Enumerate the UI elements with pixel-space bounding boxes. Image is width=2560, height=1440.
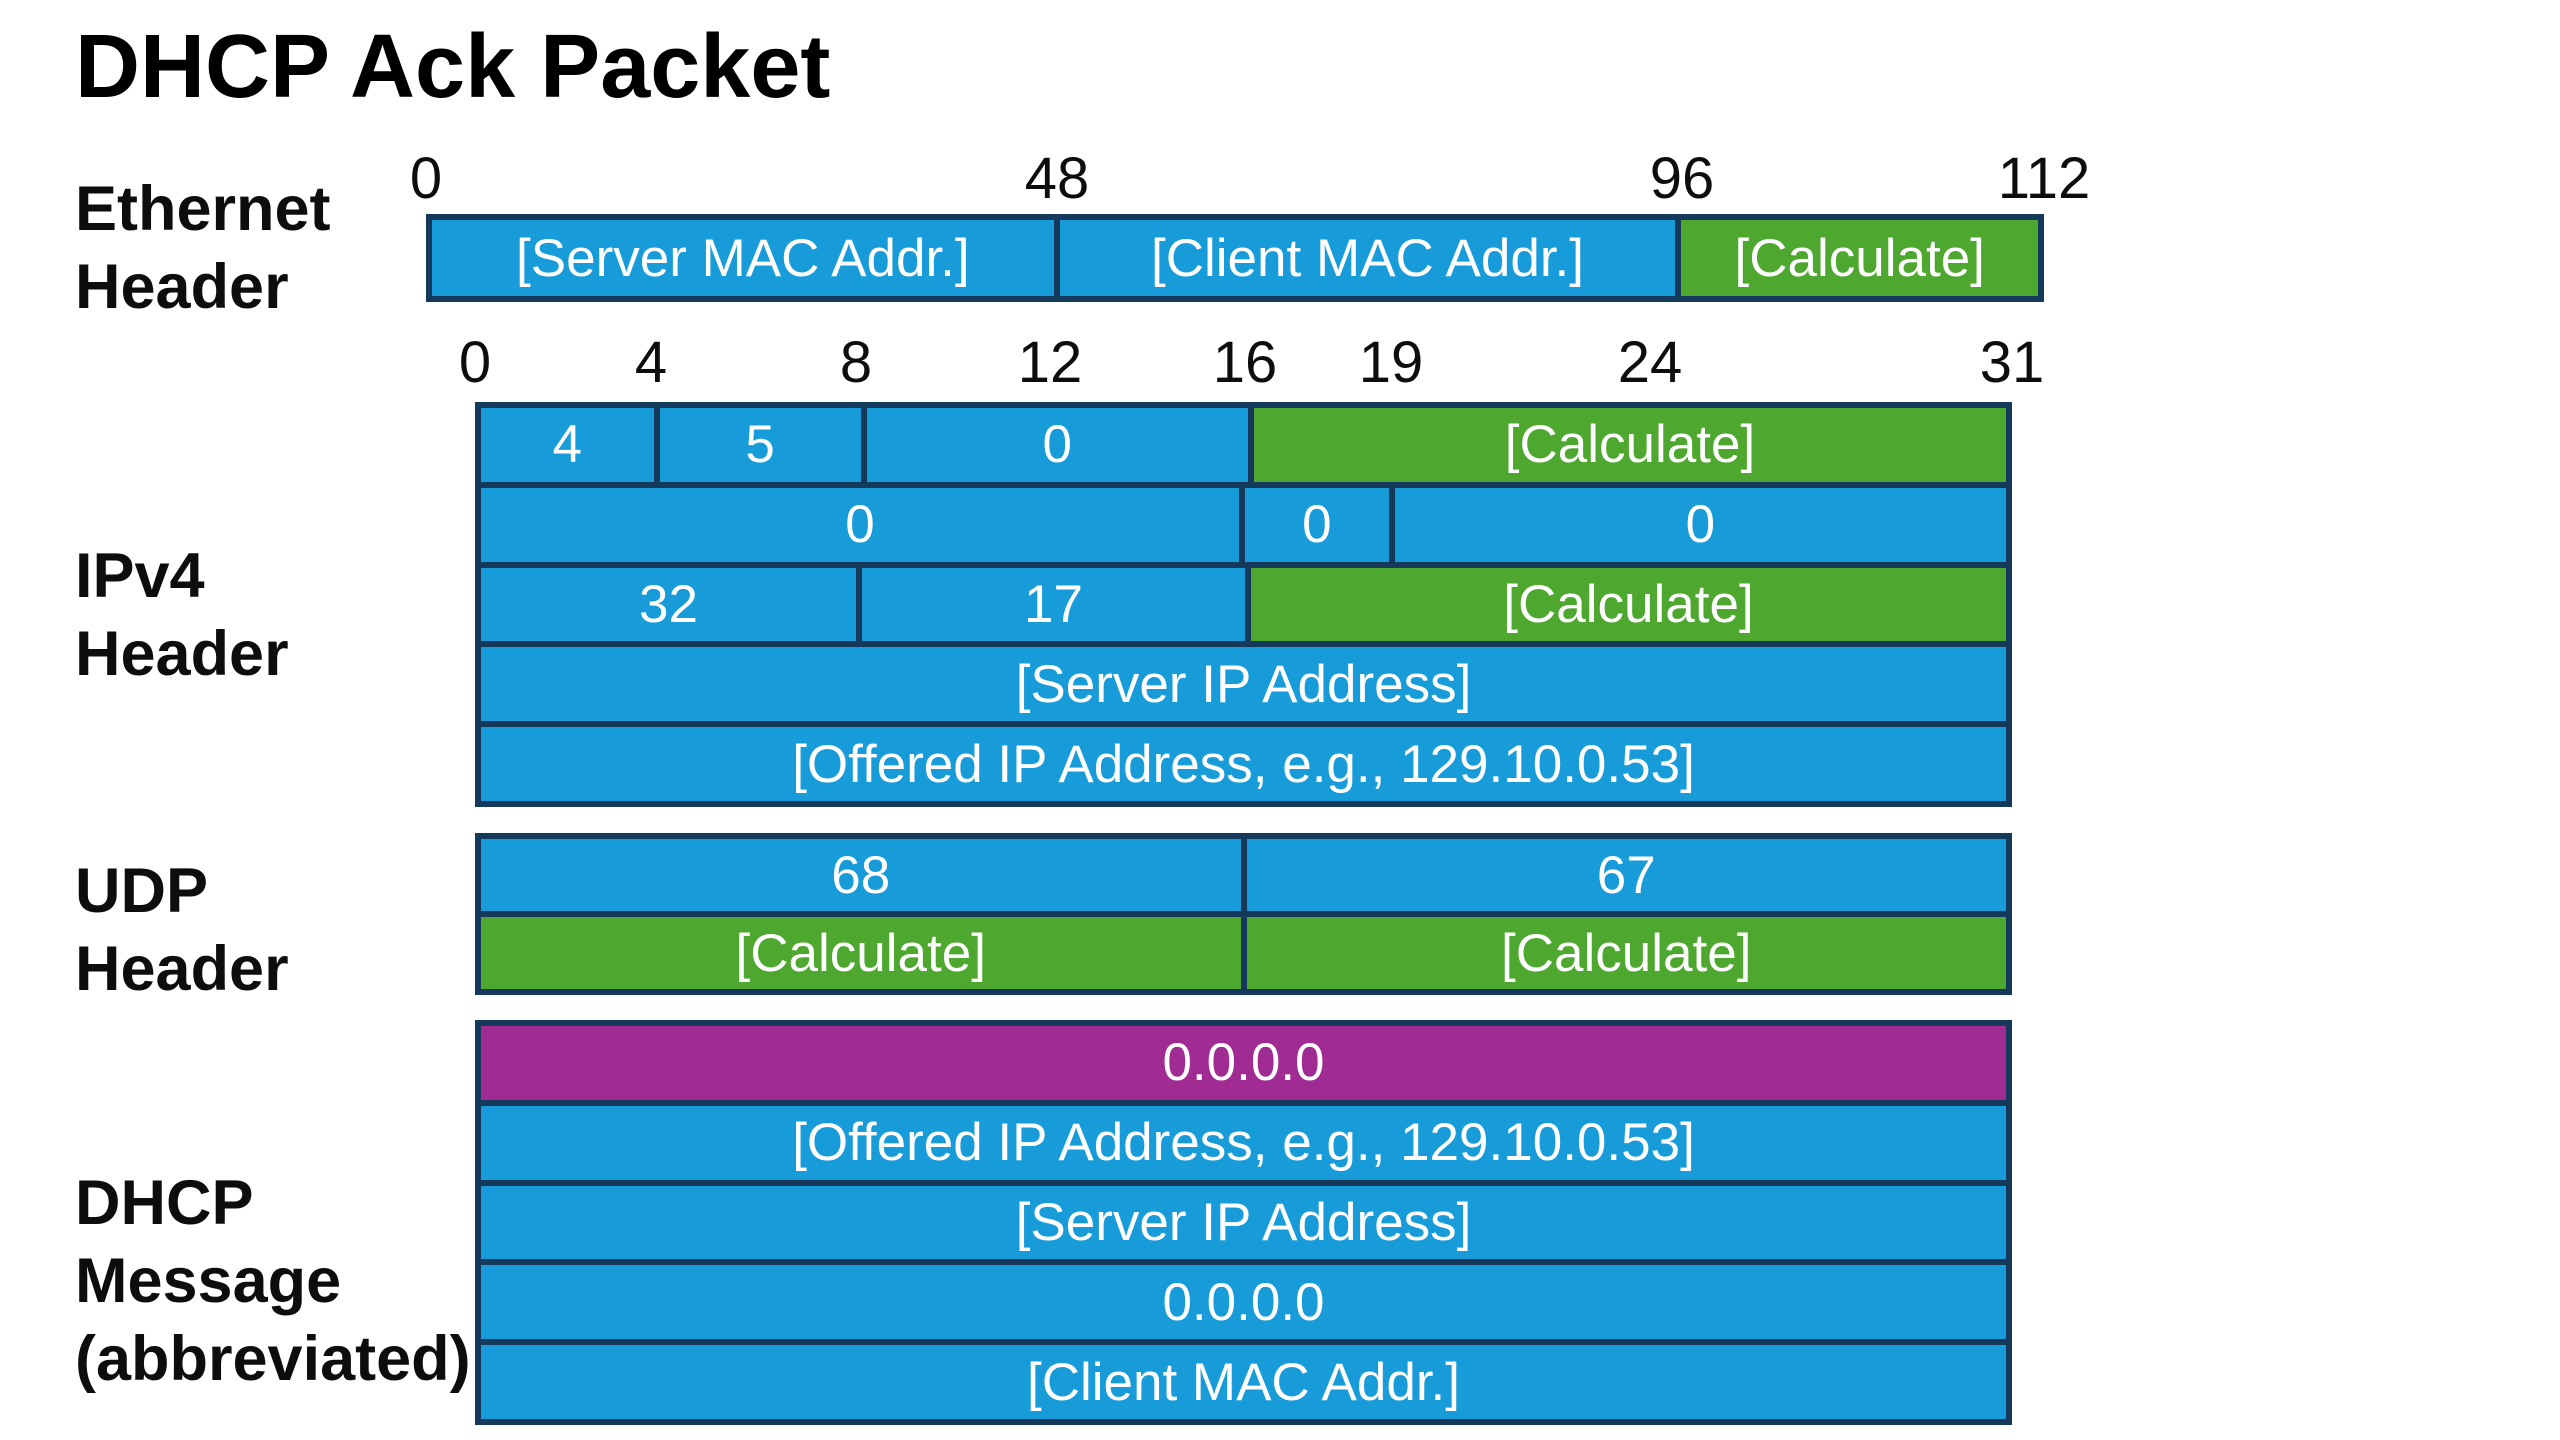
field-identification: 0 — [481, 487, 1239, 562]
ipv4-row-5: [Offered IP Address, e.g., 129.10.0.53] — [481, 727, 2006, 801]
section-label-line: UDP — [75, 856, 209, 926]
section-label-line: Header — [75, 619, 289, 689]
field-client-ip-address: 0.0.0.0 — [481, 1026, 2006, 1100]
ethernet-header-grid: [Server MAC Addr.] [Client MAC Addr.] [C… — [426, 214, 2044, 302]
bit-ruler-tick: 19 — [1358, 330, 1424, 395]
field-server-ip-address: [Server IP Address] — [481, 1185, 2006, 1260]
section-label-ipv4-header: IPv4 Header — [75, 537, 289, 693]
bit-ruler-tick: 4 — [634, 330, 668, 395]
bit-ruler-tick: 8 — [839, 330, 873, 395]
bit-ruler-tick: 16 — [1212, 330, 1278, 395]
field-udp-length-calculate: [Calculate] — [481, 917, 1241, 989]
field-fragment-offset: 0 — [1394, 487, 2006, 562]
section-label-ethernet-header: Ethernet Header — [75, 170, 331, 326]
bit-ruler-tick: 48 — [1024, 146, 1090, 211]
bit-ruler-tick: 12 — [1017, 330, 1083, 395]
ethernet-row: [Server MAC Addr.] [Client MAC Addr.] [C… — [432, 220, 2038, 296]
field-protocol: 17 — [862, 567, 1245, 642]
section-label-udp-header: UDP Header — [75, 852, 289, 1008]
field-gateway-ip-address: 0.0.0.0 — [481, 1265, 2006, 1340]
dhcp-row-3: [Server IP Address] — [481, 1185, 2006, 1260]
section-label-line: Header — [75, 252, 289, 322]
field-udp-checksum-calculate: [Calculate] — [1246, 917, 2006, 989]
bit-ruler-tick: 31 — [1979, 330, 2045, 395]
section-label-line: (abbreviated) — [75, 1324, 471, 1394]
field-client-hardware-address: [Client MAC Addr.] — [481, 1345, 2006, 1419]
field-source-ip: [Server IP Address] — [481, 647, 2006, 722]
udp-header-grid: 68 67 [Calculate] [Calculate] — [475, 833, 2012, 995]
ipv4-row-4: [Server IP Address] — [481, 647, 2006, 722]
field-tos: 0 — [866, 408, 1248, 482]
udp-row-1: 68 67 — [481, 839, 2006, 911]
dhcp-row-4: 0.0.0.0 — [481, 1265, 2006, 1340]
field-total-length-calculate: [Calculate] — [1253, 408, 2006, 482]
field-version: 4 — [481, 408, 654, 482]
section-label-line: Message — [75, 1246, 342, 1316]
field-destination-port: 67 — [1246, 839, 2006, 911]
section-label-line: IPv4 — [75, 541, 205, 611]
section-label-line: Ethernet — [75, 174, 331, 244]
dhcp-message-grid: 0.0.0.0 [Offered IP Address, e.g., 129.1… — [475, 1020, 2012, 1425]
page-title: DHCP Ack Packet — [75, 17, 831, 117]
field-flags: 0 — [1244, 487, 1389, 562]
ipv4-row-3: 32 17 [Calculate] — [481, 567, 2006, 642]
field-header-checksum-calculate: [Calculate] — [1250, 567, 2006, 642]
field-ttl: 32 — [481, 567, 857, 642]
ipv4-row-1: 4 5 0 [Calculate] — [481, 408, 2006, 482]
field-destination-ip: [Offered IP Address, e.g., 129.10.0.53] — [481, 727, 2006, 801]
bit-ruler-tick: 96 — [1649, 146, 1715, 211]
dhcp-row-5: [Client MAC Addr.] — [481, 1345, 2006, 1419]
field-server-mac-addr: [Server MAC Addr.] — [432, 220, 1054, 296]
bit-ruler-tick: 112 — [1997, 146, 2091, 211]
dhcp-row-1: 0.0.0.0 — [481, 1026, 2006, 1100]
field-ethertype-calculate: [Calculate] — [1681, 220, 2038, 296]
section-label-dhcp-message: DHCP Message (abbreviated) — [75, 1164, 471, 1398]
ipv4-header-grid: 4 5 0 [Calculate] 0 0 0 32 17 [Calculate… — [475, 402, 2012, 807]
field-source-port: 68 — [481, 839, 1241, 911]
field-ihl: 5 — [659, 408, 861, 482]
udp-row-2: [Calculate] [Calculate] — [481, 917, 2006, 989]
ipv4-row-2: 0 0 0 — [481, 487, 2006, 562]
field-client-mac-addr: [Client MAC Addr.] — [1059, 220, 1676, 296]
dhcp-row-2: [Offered IP Address, e.g., 129.10.0.53] — [481, 1105, 2006, 1180]
section-label-line: Header — [75, 934, 289, 1004]
field-your-ip-address: [Offered IP Address, e.g., 129.10.0.53] — [481, 1105, 2006, 1180]
bit-ruler-tick: 0 — [409, 146, 443, 211]
bit-ruler-tick: 0 — [458, 330, 492, 395]
section-label-line: DHCP — [75, 1168, 254, 1238]
bit-ruler-tick: 24 — [1617, 330, 1683, 395]
